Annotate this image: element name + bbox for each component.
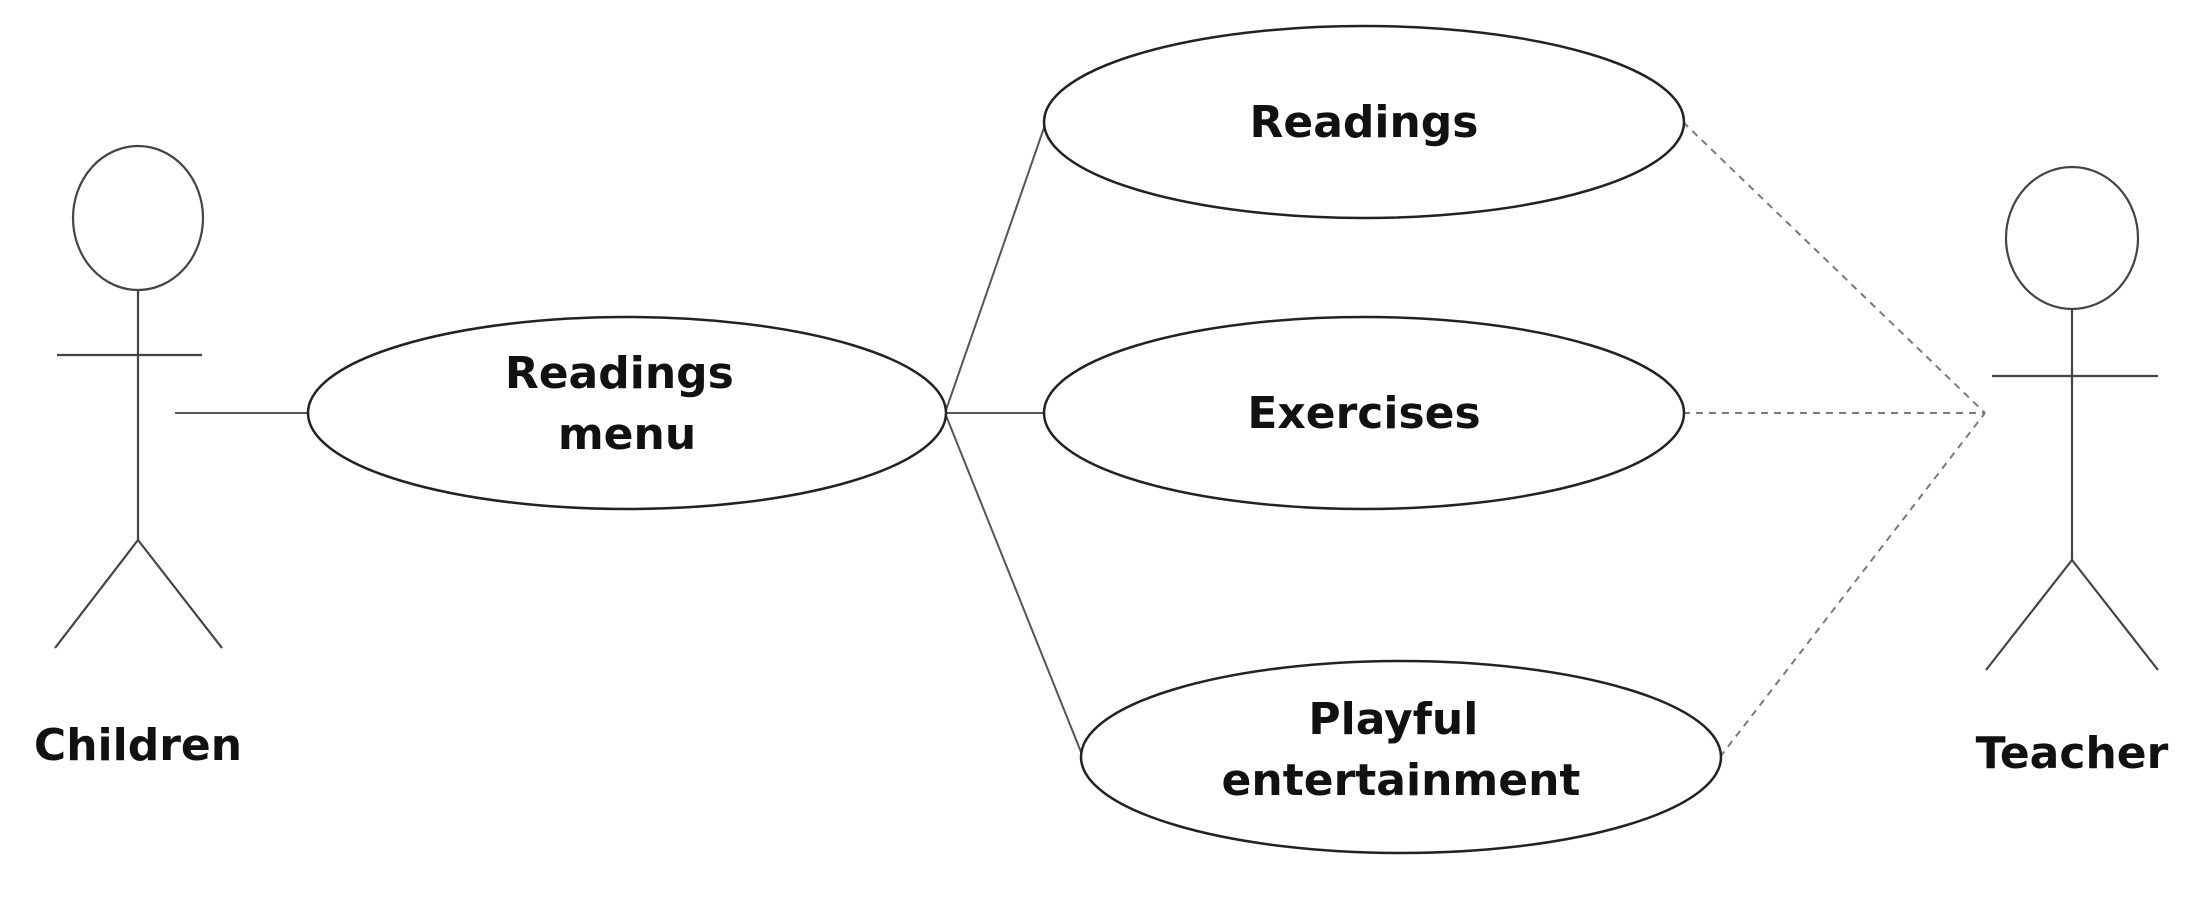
use-case-readings-ellipse (1042, 24, 1686, 220)
actor-teacher[interactable]: Teacher (1976, 165, 2169, 779)
use-case-readings-label: Readings (1249, 97, 1478, 148)
association-menu-playful (944, 412, 1084, 758)
association-readings-teacher (1682, 121, 1986, 414)
use-case-exercises-label: Exercises (1247, 388, 1480, 439)
use-case-playful-entertainment-ellipse (1079, 659, 1723, 855)
association-menu-readings (944, 121, 1047, 414)
actor-children-head (71, 144, 205, 292)
use-case-readings[interactable]: Readings (1042, 24, 1686, 220)
use-case-readings-menu-label: Readings menu (505, 348, 749, 460)
actor-children-left-leg (54, 539, 139, 649)
actor-teacher-head (2004, 165, 2140, 311)
actor-children-label: Children (34, 720, 242, 771)
use-case-playful-entertainment[interactable]: Playful entertainment (1079, 659, 1723, 855)
actor-children[interactable]: Children (34, 144, 242, 771)
actor-teacher-label: Teacher (1976, 728, 2169, 779)
actor-children-right-leg (137, 539, 223, 649)
use-case-exercises-ellipse (1042, 315, 1686, 511)
use-case-readings-menu[interactable]: Readings menu (306, 315, 948, 511)
use-case-readings-menu-ellipse (306, 315, 948, 511)
use-case-exercises[interactable]: Exercises (1042, 315, 1686, 511)
actor-teacher-right-leg (2071, 559, 2159, 671)
actor-teacher-left-leg (1985, 559, 2073, 671)
use-case-playful-entertainment-label: Playful entertainment (1222, 694, 1581, 806)
association-playful-teacher (1719, 412, 1986, 758)
